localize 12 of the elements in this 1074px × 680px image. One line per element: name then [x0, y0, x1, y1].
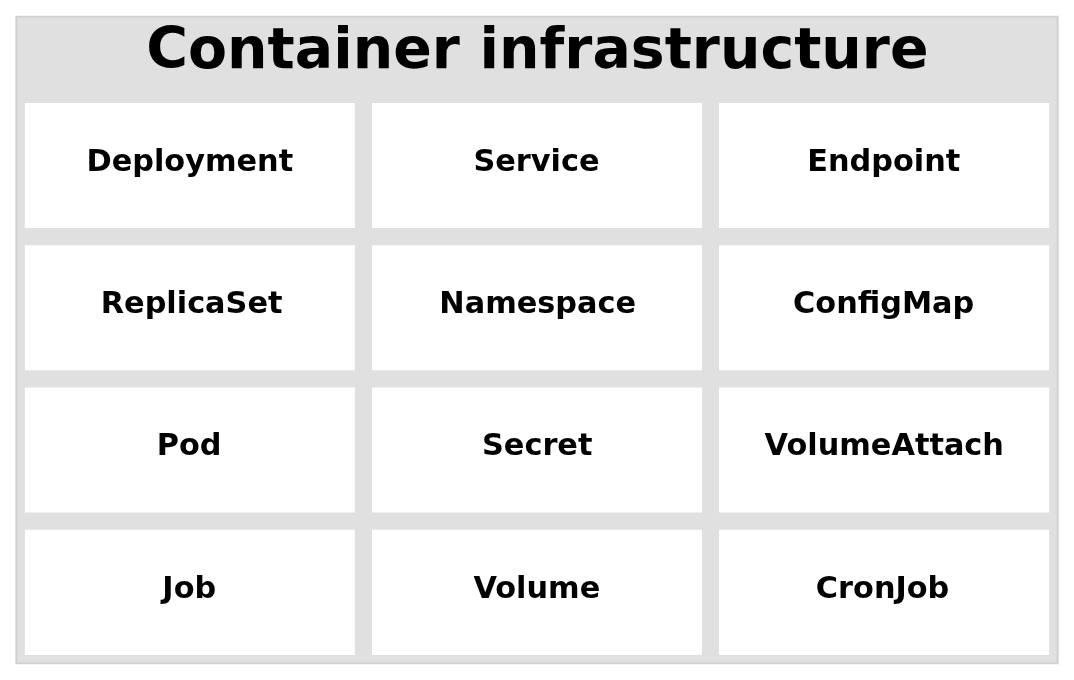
node-box: VolumeAttach — [719, 387, 1050, 513]
node-box: Secret — [371, 387, 703, 513]
node-box: Job — [24, 529, 355, 655]
node-box: Deployment — [24, 102, 355, 229]
node-box: Namespace — [371, 245, 703, 371]
node-box: ConfigMap — [719, 245, 1050, 371]
node-box: Endpoint — [719, 102, 1050, 229]
node-box: Pod — [24, 387, 355, 513]
node-box: ReplicaSet — [24, 245, 355, 371]
node-box: Volume — [371, 529, 703, 655]
node-box: Service — [371, 102, 703, 229]
node-box: CronJob — [719, 529, 1050, 655]
